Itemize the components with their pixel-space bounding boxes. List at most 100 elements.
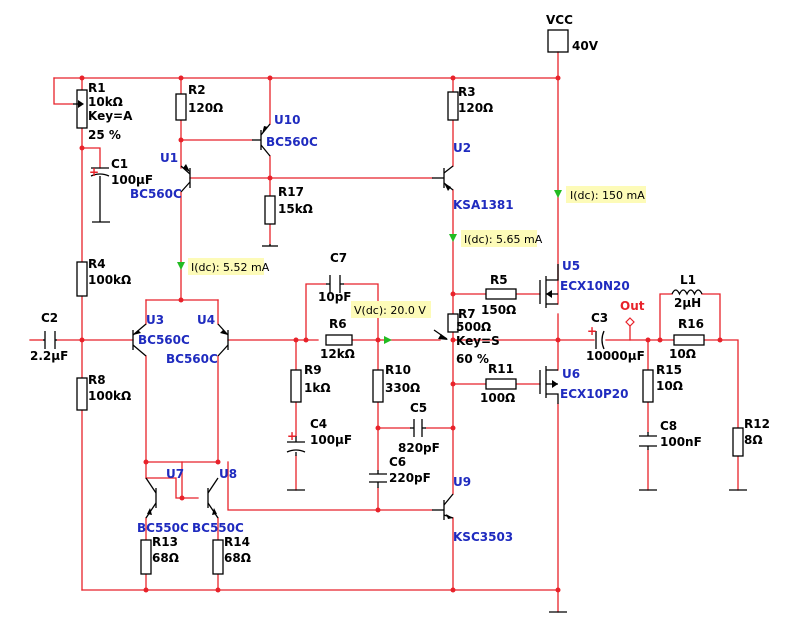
c8-value: 100nF — [660, 435, 702, 449]
r5-ref: R5 — [490, 273, 508, 287]
r6-value: 12kΩ — [320, 347, 355, 361]
r16-ref: R16 — [678, 317, 704, 331]
c4-capacitor[interactable]: + C4 100µF — [286, 417, 352, 456]
probe-4-label: V(dc): 20.0 V — [354, 304, 426, 317]
r3-resistor[interactable]: R3 120Ω — [447, 85, 493, 121]
c5-capacitor[interactable]: C5 820pF — [398, 401, 440, 455]
r6-resistor[interactable]: R6 12kΩ — [320, 317, 355, 361]
c3-capacitor[interactable]: + C3 10000µF — [586, 311, 645, 363]
r7-setting: 60 % — [456, 352, 489, 366]
u1-ref: U1 — [160, 151, 178, 165]
r9-ref: R9 — [304, 363, 322, 377]
u9-transistor[interactable]: U9 KSC3503 — [432, 475, 513, 544]
r2-resistor[interactable]: R2 120Ω — [175, 83, 223, 121]
u9-part: KSC3503 — [453, 530, 513, 544]
r10-resistor[interactable]: R10 330Ω — [372, 363, 420, 403]
l1-inductor[interactable]: L1 2µH — [671, 273, 703, 310]
c8-ref: C8 — [660, 419, 677, 433]
r1-ref: R1 — [88, 81, 106, 95]
c4-ref: C4 — [310, 417, 327, 431]
u3-transistor[interactable]: U3 BC560C — [132, 313, 190, 357]
c7-value: 10pF — [318, 290, 352, 304]
r15-value: 10Ω — [656, 379, 683, 393]
vcc-name: VCC — [546, 13, 573, 27]
u4-transistor[interactable]: U4 BC560C — [166, 313, 229, 366]
r9-value: 1kΩ — [304, 381, 331, 395]
r8-resistor[interactable]: R8 100kΩ — [76, 373, 131, 411]
l1-ref: L1 — [680, 273, 696, 287]
u5-part: ECX10N20 — [560, 279, 630, 293]
r10-ref: R10 — [385, 363, 411, 377]
svg-text:+: + — [587, 324, 597, 338]
r12-resistor[interactable]: R12 8Ω — [732, 417, 770, 457]
r5-resistor[interactable]: R5 150Ω — [481, 273, 517, 317]
r17-resistor[interactable]: R17 15kΩ — [264, 185, 313, 225]
u10-transistor[interactable]: U10 BC560C — [252, 113, 318, 157]
u4-part: BC560C — [166, 352, 218, 366]
c7-ref: C7 — [330, 251, 347, 265]
r12-ref: R12 — [744, 417, 770, 431]
r15-resistor[interactable]: R15 10Ω — [642, 363, 683, 403]
svg-text:+: + — [287, 429, 297, 443]
u8-transistor[interactable]: U8 BC550C — [192, 467, 244, 535]
out-terminal[interactable]: Out — [620, 299, 645, 341]
c4-value: 100µF — [310, 433, 352, 447]
c6-capacitor[interactable]: C6 220pF — [369, 455, 431, 488]
r1-value: 10kΩ — [88, 95, 123, 109]
r3-ref: R3 — [458, 85, 476, 99]
probe-2-label: I(dc): 5.65 mA — [464, 233, 543, 246]
r14-value: 68Ω — [224, 551, 251, 565]
u6-part: ECX10P20 — [560, 387, 628, 401]
u10-ref: U10 — [274, 113, 300, 127]
u2-part: KSA1381 — [453, 198, 514, 212]
r4-resistor[interactable]: R4 100kΩ — [76, 257, 131, 297]
c2-capacitor[interactable]: C2 2.2µF — [30, 311, 68, 363]
vcc-value: 40V — [572, 39, 599, 53]
probe-3[interactable]: I(dc): 5.52 mA — [177, 258, 270, 275]
out-label: Out — [620, 299, 645, 313]
r16-value: 10Ω — [669, 347, 696, 361]
r8-value: 100kΩ — [88, 389, 131, 403]
c8-capacitor[interactable]: C8 100nF — [639, 419, 702, 450]
u7-part: BC550C — [137, 521, 189, 535]
r11-resistor[interactable]: R11 100Ω — [480, 362, 517, 405]
u1-part: BC560C — [130, 187, 182, 201]
u8-ref: U8 — [219, 467, 237, 481]
c7-capacitor[interactable]: C7 10pF — [318, 251, 352, 304]
u5-mosfet[interactable]: U5 ECX10N20 — [539, 259, 630, 308]
u6-ref: U6 — [562, 367, 580, 381]
c6-value: 220pF — [389, 471, 431, 485]
r17-value: 15kΩ — [278, 202, 313, 216]
u1-transistor[interactable]: U1 BC560C — [130, 151, 191, 201]
u3-part: BC560C — [138, 333, 190, 347]
probe-1-label: I(dc): 150 mA — [570, 189, 645, 202]
probe-1[interactable]: I(dc): 150 mA — [554, 186, 646, 203]
u7-transistor[interactable]: U7 BC550C — [137, 467, 189, 535]
r6-ref: R6 — [329, 317, 347, 331]
c3-ref: C3 — [591, 311, 608, 325]
r7-value: 500Ω — [456, 320, 491, 334]
r4-value: 100kΩ — [88, 273, 131, 287]
c6-ref: C6 — [389, 455, 406, 469]
r11-ref: R11 — [488, 362, 514, 376]
r1-potentiometer[interactable]: R1 10kΩ Key=A 25 % — [73, 81, 133, 142]
wires — [29, 51, 739, 613]
c1-value: 100µF — [111, 173, 153, 187]
r15-ref: R15 — [656, 363, 682, 377]
u5-ref: U5 — [562, 259, 580, 273]
r9-resistor[interactable]: R9 1kΩ — [290, 363, 331, 403]
r16-resistor[interactable]: R16 10Ω — [669, 317, 705, 361]
r5-value: 150Ω — [481, 303, 516, 317]
u6-mosfet[interactable]: U6 ECX10P20 — [539, 366, 628, 404]
vcc-source[interactable]: VCC 40V — [546, 13, 599, 53]
probe-2[interactable]: I(dc): 5.65 mA — [449, 230, 543, 247]
r14-resistor[interactable]: R14 68Ω — [212, 535, 251, 575]
r8-ref: R8 — [88, 373, 106, 387]
r13-resistor[interactable]: R13 68Ω — [140, 535, 179, 575]
r2-ref: R2 — [188, 83, 206, 97]
c3-value: 10000µF — [586, 349, 645, 363]
probe-4[interactable]: V(dc): 20.0 V — [351, 301, 431, 344]
c1-capacitor[interactable]: + C1 100µF — [89, 157, 153, 214]
r7-potentiometer[interactable]: R7 500Ω Key=S 60 % — [433, 307, 500, 366]
u2-transistor[interactable]: U2 KSA1381 — [432, 141, 514, 212]
